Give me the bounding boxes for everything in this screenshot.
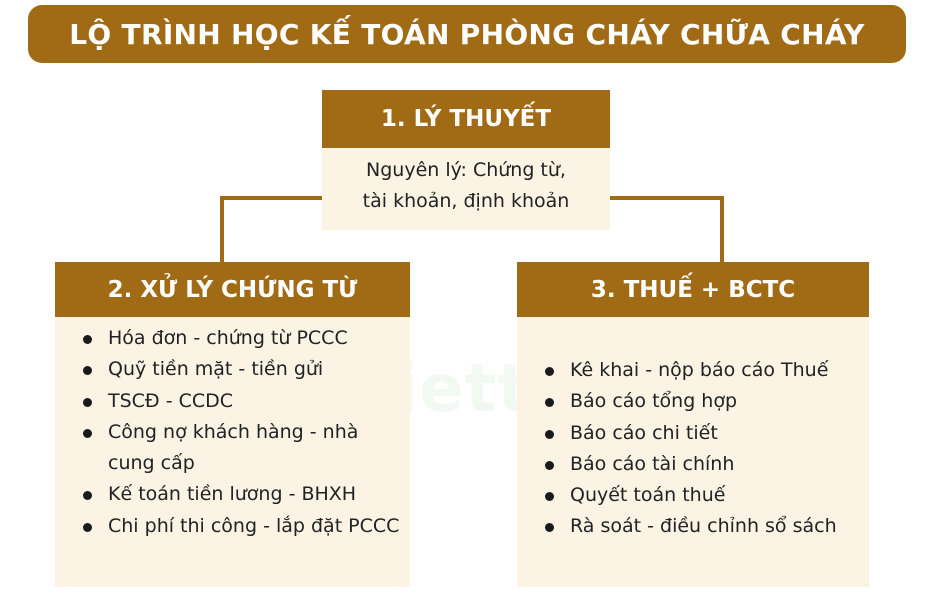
documents-list: Hóa đơn - chứng từ PCCC Quỹ tiền mặt - t… bbox=[55, 323, 410, 542]
title-banner: LỘ TRÌNH HỌC KẾ TOÁN PHÒNG CHÁY CHỮA CHÁ… bbox=[28, 5, 906, 63]
list-item: Quyết toán thuế bbox=[545, 480, 869, 511]
tax-header: 3. THUẾ + BCTC bbox=[517, 262, 869, 317]
tax-body: Kê khai - nộp báo cáo Thuế Báo cáo tổng … bbox=[517, 317, 869, 587]
theory-body: Nguyên lý: Chứng từ, tài khoản, định kho… bbox=[322, 148, 610, 230]
connector-right-vertical bbox=[720, 196, 724, 262]
list-item: Công nợ khách hàng - nhà cung cấp bbox=[83, 417, 410, 480]
page-title: LỘ TRÌNH HỌC KẾ TOÁN PHÒNG CHÁY CHỮA CHÁ… bbox=[69, 17, 865, 51]
list-item: Rà soát - điều chỉnh sổ sách bbox=[545, 511, 869, 542]
documents-header: 2. XỬ LÝ CHỨNG TỪ bbox=[55, 262, 410, 317]
list-item: Kê khai - nộp báo cáo Thuế bbox=[545, 355, 869, 386]
list-item: Báo cáo tài chính bbox=[545, 449, 869, 480]
list-item: Quỹ tiền mặt - tiền gửi bbox=[83, 354, 410, 385]
theory-header: 1. LÝ THUYẾT bbox=[322, 90, 610, 148]
documents-heading: 2. XỬ LÝ CHỨNG TỪ bbox=[107, 276, 358, 303]
theory-line: Nguyên lý: Chứng từ, bbox=[366, 159, 566, 181]
list-item: Báo cáo chi tiết bbox=[545, 418, 869, 449]
connector-left-vertical bbox=[220, 196, 224, 262]
documents-body: Hóa đơn - chứng từ PCCC Quỹ tiền mặt - t… bbox=[55, 317, 410, 587]
list-item: Chi phí thi công - lắp đặt PCCC bbox=[83, 511, 410, 542]
connector-right-horizontal bbox=[610, 196, 724, 200]
tax-heading: 3. THUẾ + BCTC bbox=[590, 276, 796, 303]
list-item: Hóa đơn - chứng từ PCCC bbox=[83, 323, 410, 354]
tax-list: Kê khai - nộp báo cáo Thuế Báo cáo tổng … bbox=[517, 355, 869, 543]
theory-line: tài khoản, định khoản bbox=[362, 190, 570, 212]
list-item: TSCĐ - CCDC bbox=[83, 386, 410, 417]
theory-heading: 1. LÝ THUYẾT bbox=[380, 106, 552, 132]
list-item: Báo cáo tổng hợp bbox=[545, 386, 869, 417]
connector-left-horizontal bbox=[220, 196, 324, 200]
list-item: Kế toán tiền lương - BHXH bbox=[83, 479, 410, 510]
